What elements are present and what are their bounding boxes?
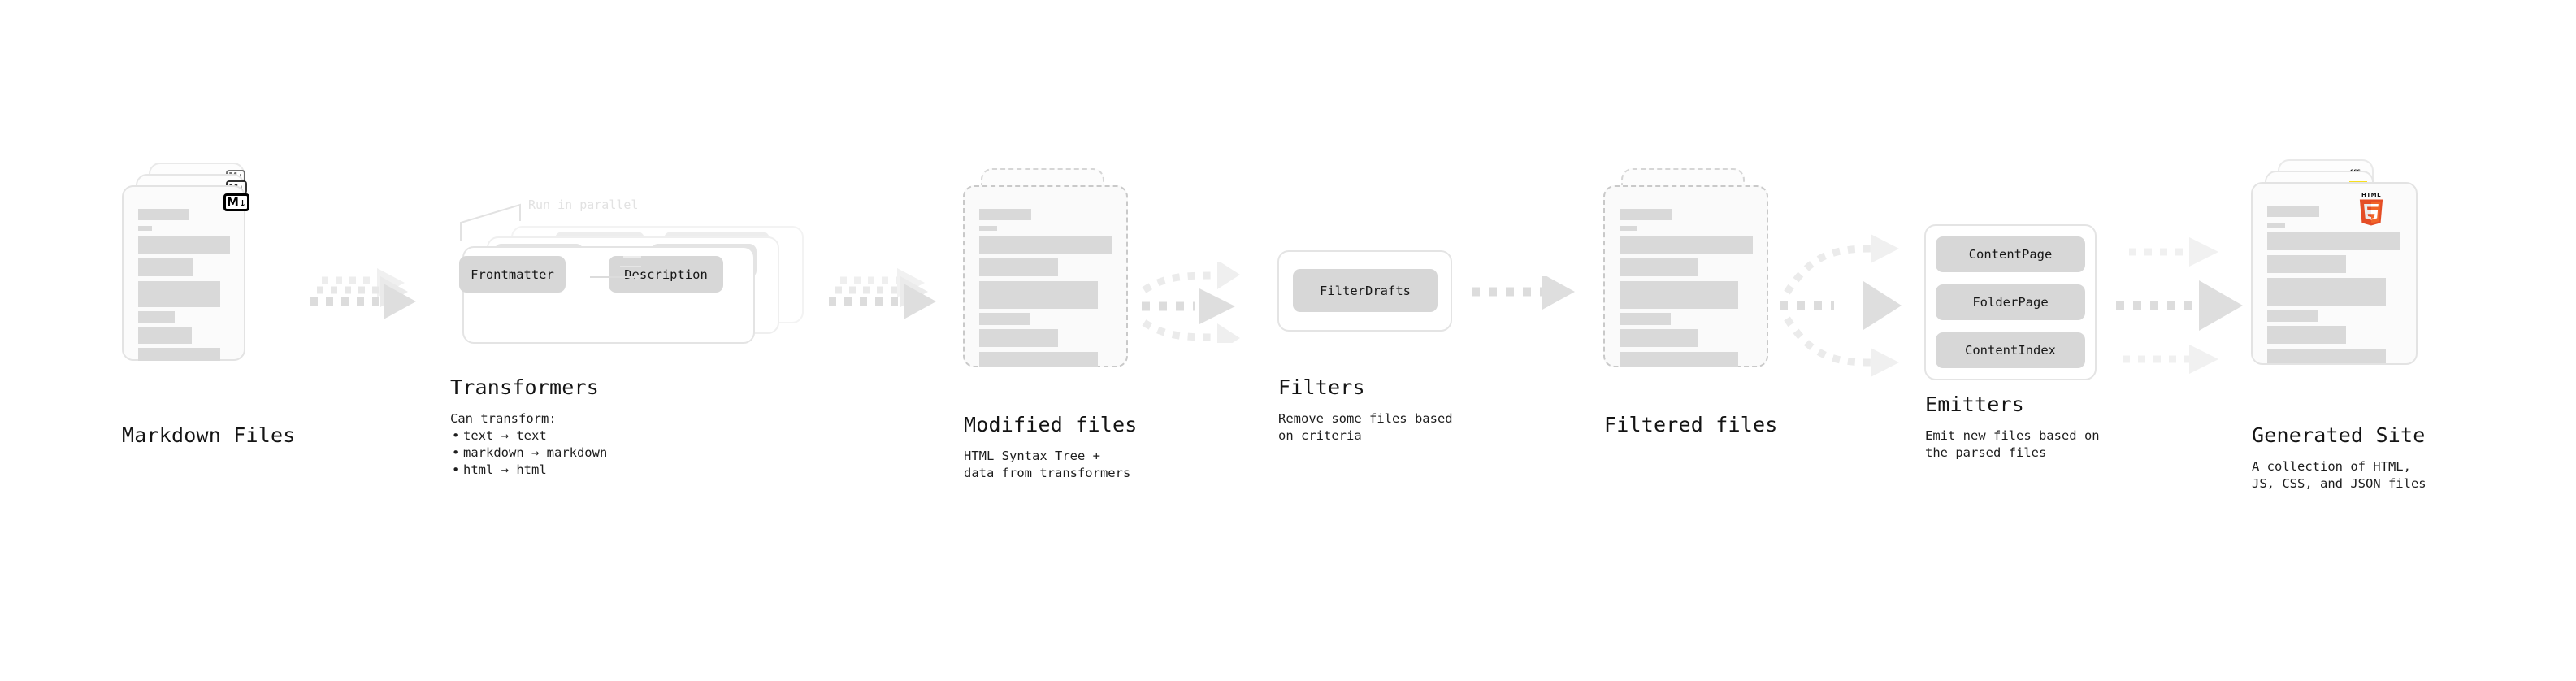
skeleton-line [138,281,220,307]
transformer-chip-description[interactable]: Description [609,256,723,293]
skeleton-line [138,327,192,344]
generated-site-subtitle: A collection of HTML, JS, CSS, and JSON … [2252,459,2426,491]
modified-file-card-front [963,185,1128,367]
markdown-file-card-front [122,185,245,361]
transformer-chip-frontmatter[interactable]: Frontmatter [459,256,566,293]
filters-subtitle: Remove some files based on criteria [1278,411,1453,443]
skeleton-line [1620,281,1738,309]
markdown-icon-letter: M [227,194,239,210]
transformers-bullet-0: text → text [450,427,718,445]
markdown-files-title: Markdown Files [122,423,296,447]
arrow-markdown-to-transformers [310,268,416,319]
skeleton-line [2267,232,2400,250]
skeleton-line [2267,223,2285,228]
emitters-subtitle: Emit new files based on the parsed files [1925,428,2100,460]
skeleton-line [2267,206,2319,217]
skeleton-line [979,209,1031,220]
arrow-emitters-to-site [2116,237,2243,374]
skeleton-line [1620,236,1753,254]
filters-title: Filters [1278,375,1365,399]
arrow-filtered-to-emitters [1780,234,1902,377]
transformers-title: Transformers [450,375,600,399]
generated-site-title: Generated Site [2252,423,2426,447]
skeleton-line [979,352,1098,367]
arrow-filters-to-filtered [1472,276,1575,310]
arrow-modified-to-filters [1142,262,1240,343]
emitters-chip-contentpage[interactable]: ContentPage [1936,236,2085,272]
filters-caption: Filters Remove some files based on crite… [1278,375,1514,445]
skeleton-line [138,236,230,254]
transformers-caption: Transformers Can transform: text → text … [450,375,718,479]
skeleton-line [1620,209,1672,220]
skeleton-line [2267,278,2386,306]
skeleton-line [1620,226,1637,231]
generated-file-card-front [2251,182,2418,365]
markdown-files-caption: Markdown Files [122,423,296,447]
modified-files-caption: Modified files HTML Syntax Tree + data f… [964,413,1208,482]
run-in-parallel-bracket [460,203,521,241]
html5-icon: HTML [2358,192,2384,227]
run-in-parallel-label: Run in parallel [528,197,639,212]
transformer-inner-arrows [590,256,641,281]
skeleton-line [138,311,175,323]
skeleton-line [138,209,189,220]
markdown-icon: M↓ [223,193,249,211]
transformers-subtitle: Can transform: [450,411,557,426]
transformers-bullet-2: html → html [450,462,718,479]
markdown-icon-arrow: ↓ [238,194,246,210]
skeleton-line [2267,255,2346,273]
emitters-chip-contentindex[interactable]: ContentIndex [1936,332,2085,368]
emitters-chip-folderpage[interactable]: FolderPage [1936,284,2085,320]
filtered-files-caption: Filtered files [1604,413,1778,436]
modified-files-subtitle: HTML Syntax Tree + data from transformer… [964,449,1131,480]
skeleton-line [979,236,1112,254]
generated-site-caption: Generated Site A collection of HTML, JS,… [2252,423,2504,492]
filters-chip-filterdrafts[interactable]: FilterDrafts [1293,269,1438,312]
skeleton-line [979,329,1058,347]
transformers-bullets: text → text markdown → markdown html → h… [450,427,718,479]
skeleton-line [979,281,1098,309]
skeleton-line [2267,349,2386,363]
emitters-title: Emitters [1925,393,2025,416]
transformers-bullet-1: markdown → markdown [450,445,718,462]
html5-icon-shield [2359,199,2383,226]
skeleton-line [1620,329,1698,347]
arrow-transformers-to-modified [829,268,936,319]
filtered-file-card-front [1603,185,1768,367]
modified-files-title: Modified files [964,413,1138,436]
skeleton-line [979,258,1058,276]
skeleton-line [1620,352,1738,367]
skeleton-line [138,348,220,361]
html5-icon-label: HTML [2361,192,2382,198]
skeleton-line [138,258,193,276]
skeleton-line [979,226,997,231]
filtered-files-title: Filtered files [1604,413,1778,436]
skeleton-line [1620,258,1698,276]
skeleton-line [138,226,152,231]
skeleton-line [1620,313,1671,325]
skeleton-line [979,313,1030,325]
emitters-caption: Emitters Emit new files based on the par… [1925,393,2169,462]
skeleton-line [2267,310,2318,322]
skeleton-line [2267,326,2346,344]
